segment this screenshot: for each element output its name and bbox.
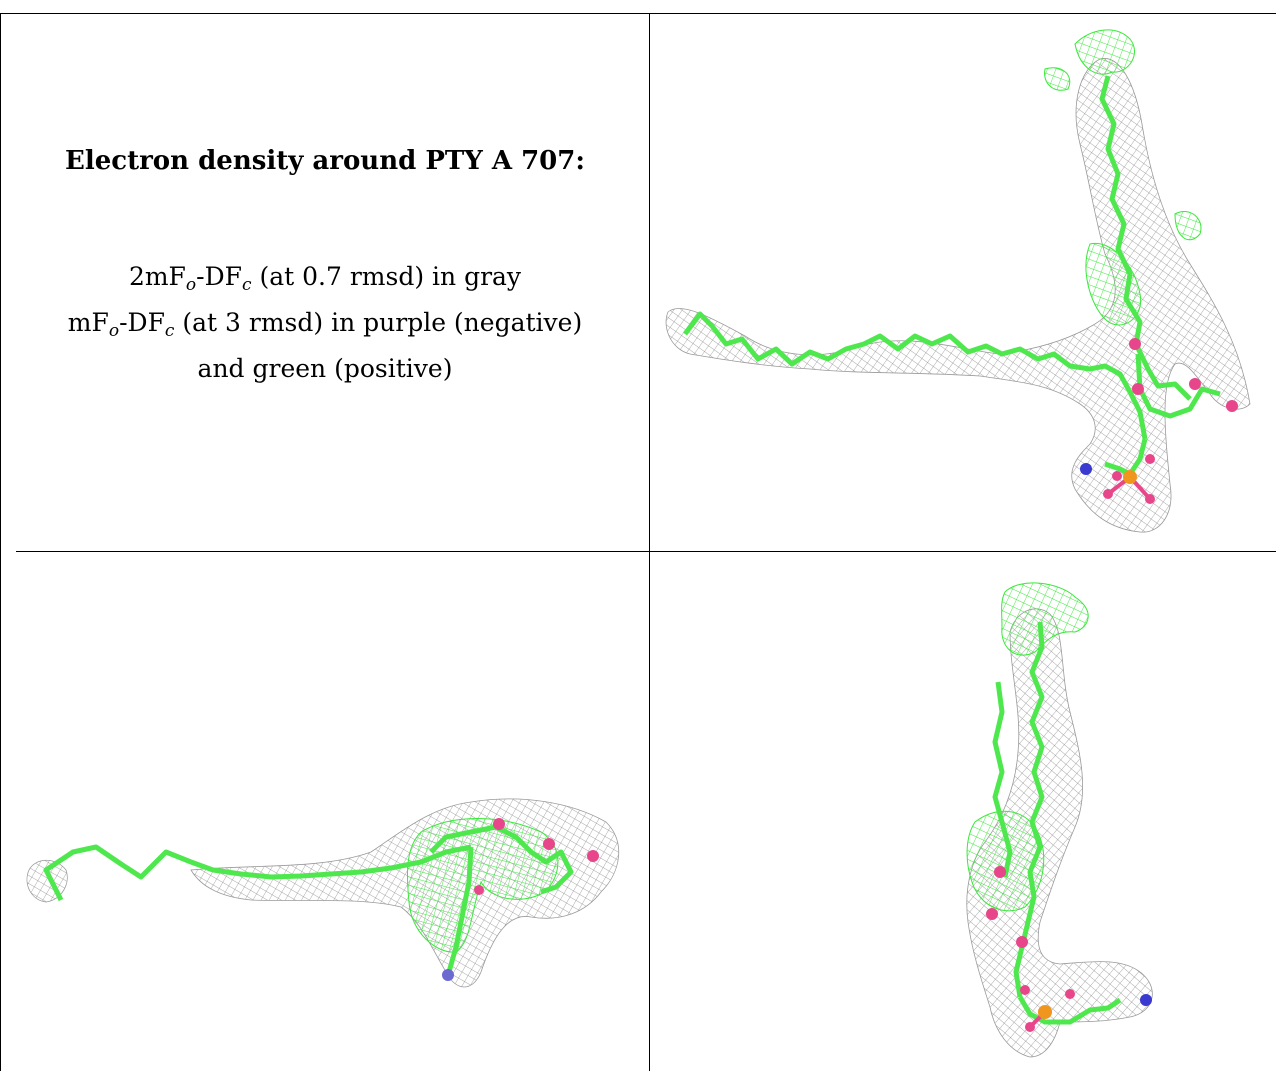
oxygen-atom	[587, 850, 599, 862]
oxygen-atom	[1020, 985, 1030, 995]
oxygen-atom	[493, 818, 505, 830]
oxygen-atom	[1129, 338, 1141, 350]
phosphorus-atom	[1038, 1005, 1052, 1019]
oxygen-atom	[1016, 936, 1028, 948]
oxygen-atom	[1226, 400, 1238, 412]
density-render-top-right	[665, 29, 1251, 533]
view-top-right	[650, 14, 1276, 551]
phosphorus-atom	[1123, 470, 1137, 484]
nitrogen-atom	[1140, 994, 1152, 1006]
legend-title: Electron density around PTY A 707:	[65, 146, 585, 176]
green-positive-mesh	[1174, 211, 1202, 241]
legend-text: 2mFo-DFc (at 0.7 rmsd) in gray mFo-DFc (…	[1, 258, 649, 388]
grid-center-rule	[649, 13, 650, 1071]
oxygen-atom	[994, 866, 1006, 878]
density-render-bottom-left	[26, 798, 620, 988]
oxygen-atom	[1065, 989, 1075, 999]
gray-density-mesh	[190, 798, 620, 988]
green-positive-mesh	[1044, 67, 1071, 91]
grid-left-rule	[0, 13, 1, 1071]
green-positive-mesh	[1074, 29, 1135, 75]
grid-middle-rule	[16, 551, 1276, 552]
acyl-chain-1	[43, 844, 472, 902]
density-render-bottom-right	[966, 582, 1153, 1058]
grid-top-rule	[0, 13, 1276, 14]
view-bottom-right	[650, 552, 1276, 1071]
legend-line-green: and green (positive)	[197, 354, 453, 383]
oxygen-atom	[1145, 454, 1155, 464]
headgroup-link	[446, 846, 474, 973]
green-positive-mesh	[1001, 582, 1089, 656]
oxygen-atom	[474, 885, 484, 895]
acyl-chain-2	[429, 824, 574, 895]
acyl-chain-2	[1099, 75, 1192, 401]
nitrogen-atom	[442, 969, 454, 981]
legend-line-mfo-dfc: mFo-DFc (at 3 rmsd) in purple (negative)	[67, 308, 583, 341]
oxygen-atom	[1132, 383, 1144, 395]
oxygen-atom	[543, 838, 555, 850]
acyl-chain-2	[992, 681, 1013, 878]
legend-line-2mfo-dfc: 2mFo-DFc (at 0.7 rmsd) in gray	[128, 262, 522, 295]
acyl-chain-1	[683, 311, 1148, 440]
oxygen-atom	[1112, 471, 1122, 481]
view-bottom-left	[1, 552, 649, 1071]
acyl-chain-1	[1013, 621, 1045, 998]
green-positive-mesh	[966, 810, 1045, 912]
headgroup-link	[1017, 995, 1122, 1025]
oxygen-atom	[986, 908, 998, 920]
nitrogen-atom	[1080, 463, 1092, 475]
legend-cell: Electron density around PTY A 707: 2mFo-…	[1, 14, 649, 551]
gray-density-mesh	[665, 58, 1251, 533]
oxygen-atom	[1189, 378, 1201, 390]
